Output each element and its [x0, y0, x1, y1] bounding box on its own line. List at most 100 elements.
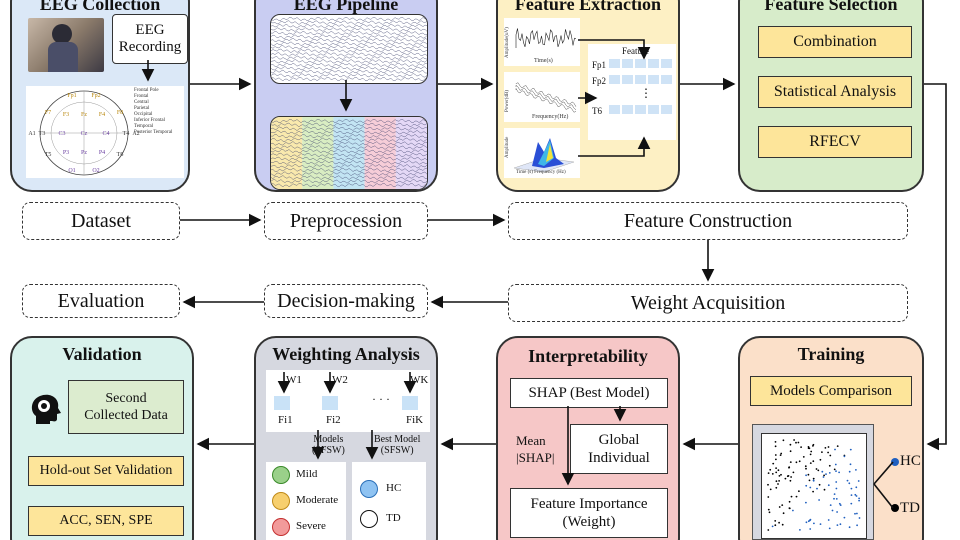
scatter-point-hc	[846, 479, 849, 482]
eeg-trace	[271, 16, 427, 22]
scatter-point-td	[775, 467, 777, 469]
scatter-point-hc	[816, 487, 818, 490]
scatter-point-td	[781, 504, 784, 506]
scatter-point-td	[798, 490, 800, 493]
weights-ellipsis: · · ·	[372, 392, 390, 406]
feature-cell	[621, 74, 634, 85]
electrode-p4: P4	[99, 150, 105, 156]
eeg-trace	[271, 41, 427, 47]
eeg-trace	[271, 73, 427, 78]
electrode-p3: P3	[63, 150, 69, 156]
scatter-point-hc	[821, 470, 824, 473]
scatter-point-td	[795, 441, 797, 444]
scatter-point-td	[777, 483, 779, 485]
dataset-box: Dataset	[22, 202, 180, 240]
scatter-point-td	[829, 454, 832, 457]
feature-matrix: Feature Fp1 Fp2 ⋮ T6	[588, 44, 676, 140]
scatter-point-td	[807, 447, 810, 450]
scatter-point-hc	[805, 501, 807, 504]
eeg-trace	[271, 69, 427, 75]
moderate-label: Moderate	[296, 494, 339, 506]
scatter-point-td	[788, 507, 791, 509]
electrode-a1: A1	[28, 131, 35, 137]
scatter-point-hc	[835, 470, 837, 472]
eeg-trace	[271, 163, 427, 169]
feature-cell	[608, 74, 621, 85]
scatter-point-hc	[836, 524, 839, 526]
electrode-pz: Pz	[81, 150, 87, 156]
severity-list: Mild Moderate Severe	[266, 462, 346, 540]
arrow-selection-to-training	[924, 83, 947, 451]
scatter-point-td	[800, 446, 802, 448]
scatter-point-td	[789, 461, 792, 463]
scatter-point-hc	[819, 523, 822, 525]
spectrum-line	[515, 84, 577, 110]
scatter-point-td	[808, 479, 811, 482]
scatter-point-td	[767, 496, 770, 498]
eeg-pipeline-title: EEG Pipeline	[293, 0, 399, 14]
scatter-point-td	[824, 447, 827, 449]
moderate-face-icon	[272, 492, 290, 510]
scatter-point-td	[775, 486, 778, 489]
feature-i2-swatch	[322, 396, 338, 410]
scatter-point-hc	[836, 511, 838, 513]
eeg-trace	[271, 37, 427, 43]
eeg-trace	[271, 59, 427, 64]
eeg-trace	[271, 126, 427, 131]
scatter-point-td	[789, 479, 792, 482]
electrode-legend-item: Frontal	[134, 94, 149, 99]
electrode-c3: C3	[58, 131, 65, 137]
feature-cell	[660, 74, 673, 85]
scatter-point-td	[778, 506, 781, 508]
td-output-label: TD	[900, 500, 920, 516]
eeg-trace	[271, 179, 427, 184]
feature-cell	[608, 104, 621, 115]
scatter-point-hc	[812, 479, 815, 482]
eeg-trace	[271, 55, 427, 61]
second-collected-data-box: Second Collected Data	[68, 380, 184, 434]
electrode-f3: F3	[63, 112, 69, 118]
weighting-analysis-panel: Weighting Analysis W1 W2 WK · · · Fi1 Fi…	[254, 336, 438, 540]
scatter-point-hc	[849, 463, 852, 466]
scatter-point-td	[767, 472, 770, 474]
validation-panel: Validation Second Collected Data Hold-ou…	[10, 336, 194, 540]
subject-photo	[28, 18, 104, 72]
scatter-point-td	[812, 445, 814, 447]
segment-band	[364, 117, 396, 189]
feature-cell	[660, 58, 673, 69]
eeg-trace	[271, 156, 427, 161]
row-fp2-label: Fp2	[592, 76, 607, 86]
scatter-point-hc	[848, 470, 851, 473]
feature-importance-box: Feature Importance (Weight)	[510, 488, 668, 538]
hc-label: HC	[386, 482, 402, 494]
scatter-point-td	[774, 441, 777, 443]
row-fp1-label: Fp1	[592, 60, 607, 70]
power-spectrum-plot: Power(dB) Frequency(Hz)	[504, 72, 580, 122]
electrode-a2: A2	[132, 131, 139, 137]
td-face-icon	[360, 510, 378, 528]
scatter-point-td	[782, 439, 785, 442]
eeg-trace	[271, 133, 427, 139]
feature-cell	[608, 58, 621, 69]
eeg-trace	[271, 20, 427, 25]
segmented-eeg-traces	[271, 117, 427, 189]
weighting-analysis-title: Weighting Analysis	[272, 344, 420, 364]
weight-w2-label: W2	[332, 374, 348, 386]
scatter-point-td	[779, 454, 782, 456]
global-individual-box: Global Individual	[570, 424, 668, 474]
rfecv-box: RFECV	[758, 126, 912, 158]
scatter-point-td	[798, 460, 801, 463]
scatter-point-hc	[818, 499, 820, 501]
time-frequency-plot: Amplitude Time (s) Frequency (Hz)	[504, 128, 580, 178]
scatter-point-hc	[849, 448, 852, 451]
scatter-point-td	[804, 465, 807, 468]
scatter-point-hc	[838, 471, 840, 474]
scatter-point-hc	[827, 484, 830, 487]
eeg-trace	[271, 182, 427, 188]
scatter-point-td	[788, 466, 790, 469]
eeg-trace	[271, 48, 427, 53]
scatter-point-td	[775, 480, 778, 483]
scatter-point-hc	[857, 480, 860, 482]
